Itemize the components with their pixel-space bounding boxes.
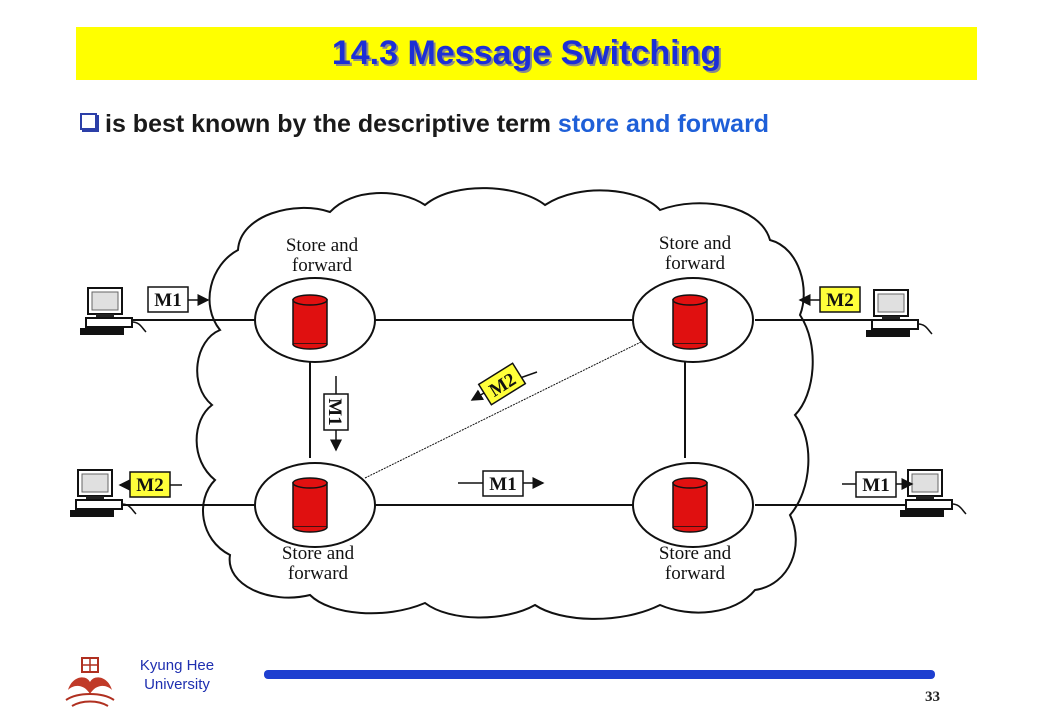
university-line2: University xyxy=(144,676,210,693)
slide-title: 14.3 Message Switching xyxy=(331,34,722,72)
message-box xyxy=(147,286,189,313)
message-label: M2 xyxy=(826,290,853,311)
node-label-line2: forward xyxy=(665,563,726,584)
checkbox-bullet-icon xyxy=(80,113,97,130)
university-logo xyxy=(65,657,115,707)
node-label-line2: forward xyxy=(665,253,726,274)
message-box xyxy=(819,286,861,313)
node-bottom-right xyxy=(632,462,754,548)
computer-icon xyxy=(69,469,137,518)
bullet-text: is best known by the descriptive term xyxy=(105,110,551,138)
page-number: 33 xyxy=(925,689,940,705)
node-label-line2: forward xyxy=(292,255,353,276)
node-label-line1: Store and xyxy=(282,543,355,564)
title-bar: 14.3 Message Switching xyxy=(76,27,977,80)
message-label: M1 xyxy=(324,398,345,425)
computer-icon xyxy=(865,289,933,338)
bullet-accent-text: store and forward xyxy=(557,110,770,138)
computer-icon xyxy=(79,287,147,336)
message-label: M1 xyxy=(489,474,516,495)
message-box xyxy=(482,470,524,497)
bullet-line: is best known by the descriptive term st… xyxy=(80,110,769,139)
message-box xyxy=(477,362,527,406)
link-diagonal xyxy=(364,339,646,479)
message-label: M1 xyxy=(154,290,181,311)
message-box xyxy=(855,471,897,498)
university-name: Kyung Hee University xyxy=(122,656,232,694)
footer-divider xyxy=(264,670,935,679)
message-label: M1 xyxy=(862,475,889,496)
node-label-line1: Store and xyxy=(659,233,732,254)
node-top-left xyxy=(254,277,376,363)
computer-icon xyxy=(899,469,967,518)
node-label-line1: Store and xyxy=(659,543,732,564)
node-bottom-left xyxy=(254,462,376,548)
node-top-right xyxy=(632,277,754,363)
node-label-line2: forward xyxy=(288,563,349,584)
message-box xyxy=(323,393,349,431)
university-line1: Kyung Hee xyxy=(139,657,215,674)
node-label-line1: Store and xyxy=(286,235,359,256)
message-label: M2 xyxy=(136,475,163,496)
